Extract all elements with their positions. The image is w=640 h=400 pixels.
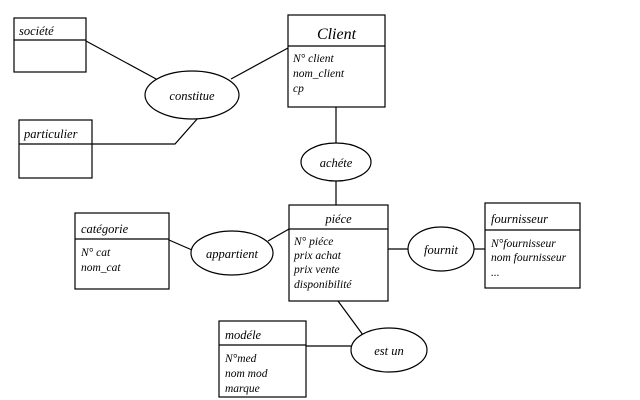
entity-piece-title: piéce xyxy=(324,212,352,226)
entity-categorie-attribute: nom_cat xyxy=(81,262,121,274)
entity-categorie-attribute: N° cat xyxy=(80,247,111,259)
connector-particulier-constitue xyxy=(92,117,199,145)
entity-fournisseur-attribute: nom fournisseur xyxy=(491,252,567,264)
relationship-fournit[interactable]: fournit xyxy=(407,226,475,272)
entity-fournisseur-attribute: ... xyxy=(491,267,500,279)
entity-societe-title: société xyxy=(19,24,54,38)
relationship-est-un-label: est un xyxy=(374,344,404,358)
entity-piece[interactable]: piéce N° piéce prix achat prix vente dis… xyxy=(288,204,389,302)
connector-constitue-client xyxy=(230,47,289,80)
entity-modele-attribute: N°med xyxy=(224,353,257,365)
entity-client-attribute: cp xyxy=(293,83,304,95)
entity-particulier-title: particulier xyxy=(23,127,78,141)
connector-appartient-piece xyxy=(267,228,290,242)
entity-piece-attribute: disponibilité xyxy=(294,279,352,291)
connector-piece-estun xyxy=(337,300,364,336)
relationship-fournit-label: fournit xyxy=(424,243,459,257)
entity-piece-attribute: N° piéce xyxy=(293,236,333,248)
entity-modele-attribute: marque xyxy=(225,383,260,395)
entity-fournisseur-title: fournisseur xyxy=(491,212,548,226)
relationship-constitue[interactable]: constitue xyxy=(144,70,240,120)
entity-piece-attribute: prix achat xyxy=(293,250,342,262)
connectors-layer xyxy=(85,40,485,347)
entity-categorie-title: catégorie xyxy=(81,222,129,236)
entity-piece-attribute: prix vente xyxy=(293,264,340,276)
relationship-est-un[interactable]: est un xyxy=(350,327,428,373)
entity-fournisseur[interactable]: fournisseur N°fournisseur nom fournisseu… xyxy=(484,202,581,289)
relationship-appartient-label: appartient xyxy=(206,247,259,261)
relationship-achete-label: achéte xyxy=(320,156,353,170)
entity-fournisseur-attribute: N°fournisseur xyxy=(490,238,556,250)
connector-categorie-appartient xyxy=(168,239,193,251)
entity-societe[interactable]: société xyxy=(13,17,87,73)
entity-modele-title: modéle xyxy=(225,328,262,342)
relationship-constitue-label: constitue xyxy=(169,89,215,103)
entity-modele[interactable]: modéle N°med nom mod marque xyxy=(218,320,307,398)
entity-client[interactable]: Client N° client nom_client cp xyxy=(287,14,386,108)
relationship-appartient[interactable]: appartient xyxy=(190,230,274,276)
entity-client-attribute: N° client xyxy=(292,53,334,65)
entity-categorie[interactable]: catégorie N° cat nom_cat xyxy=(74,212,170,290)
entity-modele-attribute: nom mod xyxy=(225,368,268,380)
entity-client-title: Client xyxy=(317,26,357,43)
entity-particulier[interactable]: particulier xyxy=(18,119,93,179)
connector-societe-constitue xyxy=(85,40,159,81)
relationship-achete[interactable]: achéte xyxy=(300,142,372,182)
entity-client-attribute: nom_client xyxy=(293,68,345,80)
